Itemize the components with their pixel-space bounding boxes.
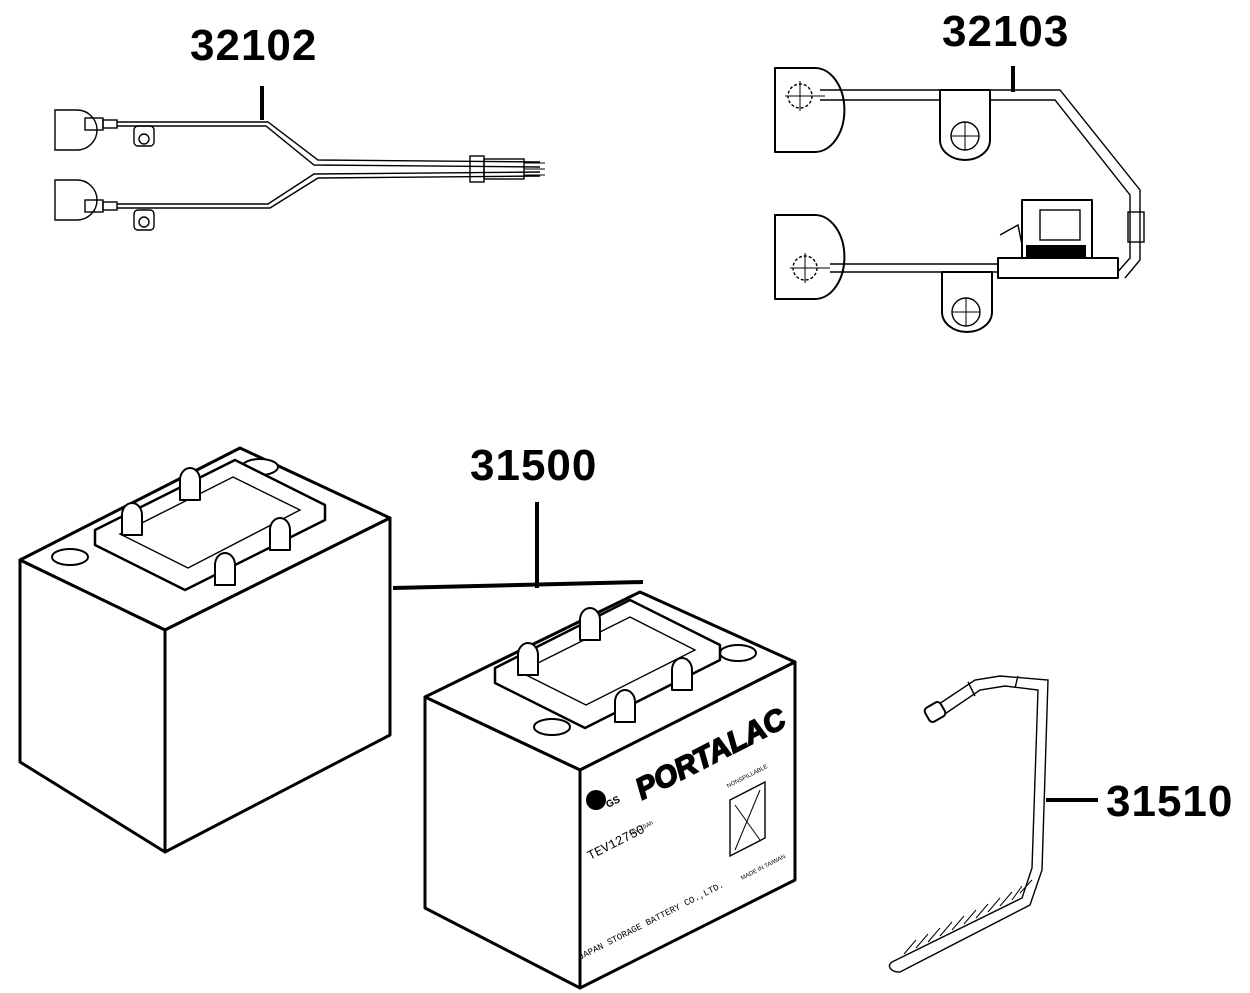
cable-harness-32102 xyxy=(55,86,545,230)
gs-logo-icon xyxy=(586,790,606,810)
battery-left xyxy=(20,448,390,852)
battery-right: GS PORTALAC TEV12750 12V 75Ah JAPAN STOR… xyxy=(425,592,795,988)
fuse-cable-32103 xyxy=(775,66,1144,332)
strap-31510 xyxy=(889,676,1098,972)
leader-31500 xyxy=(393,502,643,588)
